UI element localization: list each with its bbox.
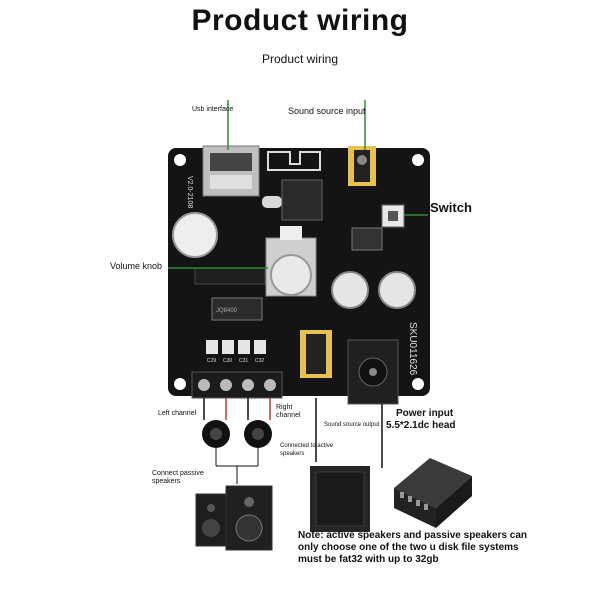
capacitor-left [172, 212, 218, 258]
svg-text:C30: C30 [223, 358, 232, 364]
bt-chip [281, 179, 323, 221]
audio-jack-input [348, 146, 376, 186]
audio-jack-output [300, 330, 332, 378]
switch-label: Switch [430, 200, 472, 215]
speaker-wires [203, 398, 383, 468]
screw-terminal [191, 371, 283, 399]
left-channel-label: Left channel [158, 410, 197, 417]
round-speaker-left [202, 420, 230, 448]
volume-knob-label: Volume knob [110, 261, 163, 271]
page-title: Product wiring [191, 4, 409, 37]
sound-source-output-label: Sound source output [324, 422, 380, 428]
amplifier-image [394, 458, 472, 528]
callout-lines [168, 100, 428, 269]
power-input-label: Power input [396, 408, 454, 419]
connected-active-speakers-label: Connected to active speakers [280, 443, 334, 457]
svg-text:C32: C32 [255, 358, 264, 364]
svg-text:C29: C29 [207, 358, 216, 364]
wiring-note: Note: active speakers and passive speake… [298, 530, 528, 565]
connect-passive-speakers-label: Connect passive speakers [152, 470, 204, 485]
board-version: V2.0-2108 [186, 176, 193, 208]
capacitor-right-1 [331, 271, 369, 309]
dc-power-jack [347, 339, 399, 405]
sound-source-input-label: Sound source input [288, 106, 366, 116]
passive-speakers-image [195, 485, 273, 551]
usb-port [202, 145, 260, 197]
right-channel-label: Right channel [276, 404, 301, 419]
svg-text:C31: C31 [239, 358, 248, 364]
power-input-spec: 5.5*2.1dc head [386, 420, 456, 431]
regulator [351, 227, 383, 251]
crystal [262, 196, 282, 208]
capacitor-right-2 [378, 271, 416, 309]
svg-text:JQ8400: JQ8400 [216, 308, 238, 314]
bt-antenna [267, 151, 321, 171]
volume-knob-component [265, 226, 317, 297]
round-speaker-right [244, 420, 272, 448]
page-subtitle: Product wiring [261, 52, 339, 66]
active-speaker-image [310, 466, 370, 532]
amp-chip [211, 297, 263, 321]
board-model: SKU011626 [407, 322, 418, 376]
usb-interface-label: Usb interface [192, 106, 234, 113]
